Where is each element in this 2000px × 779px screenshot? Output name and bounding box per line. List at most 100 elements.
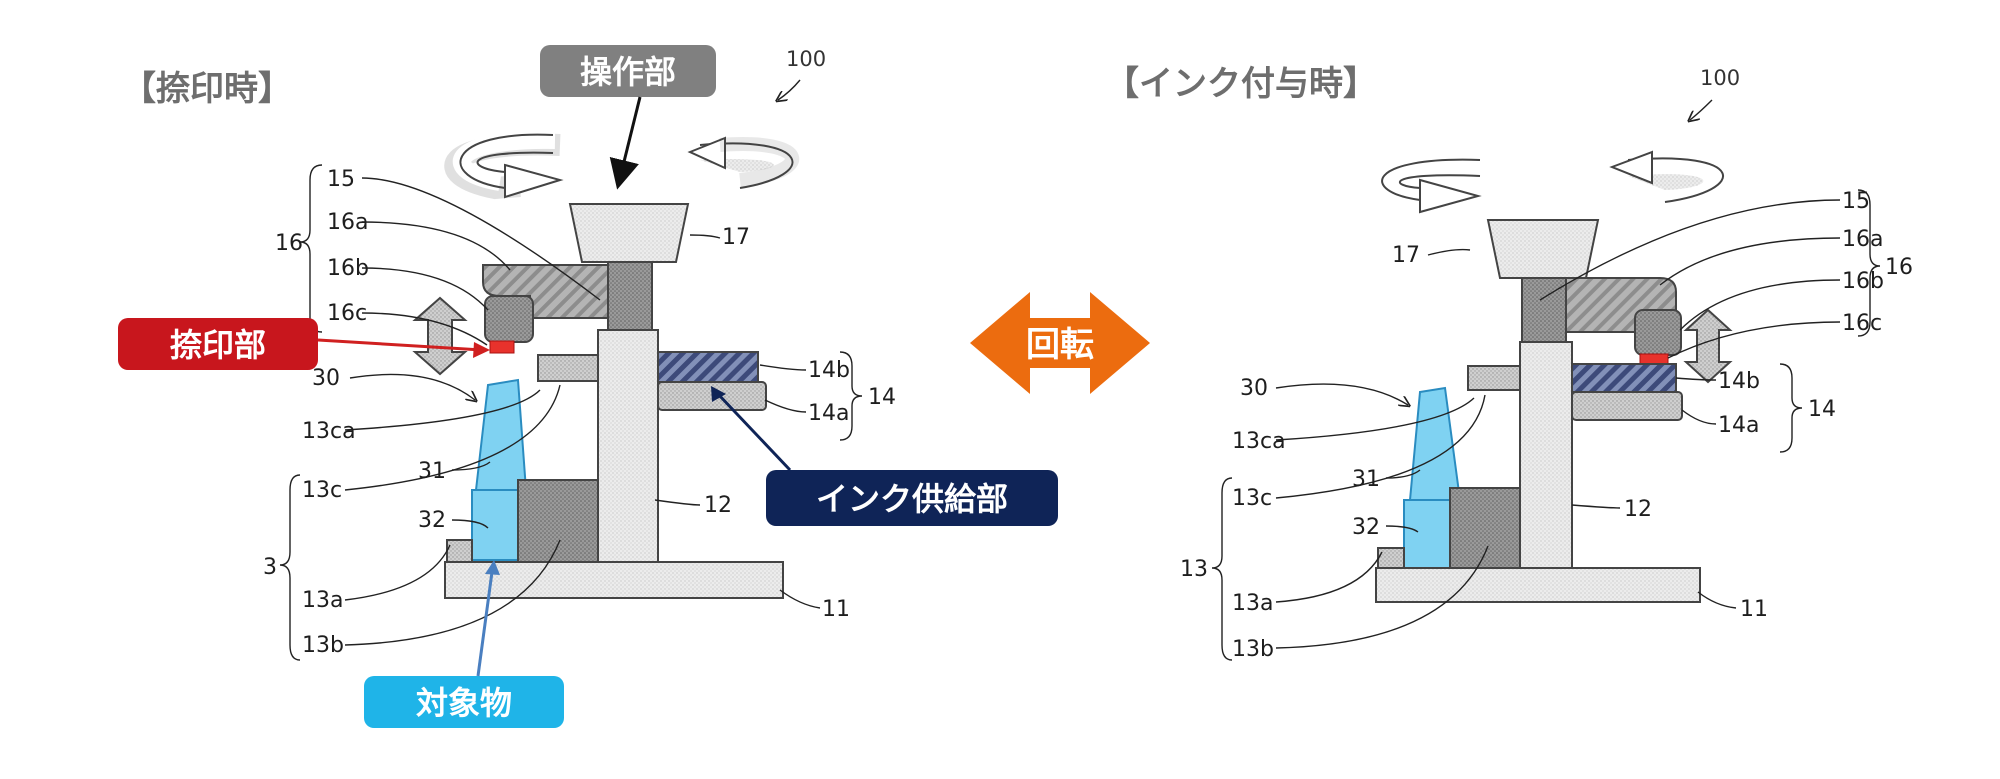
target-object-lower	[471, 489, 521, 561]
leader-13b-right	[1275, 545, 1489, 649]
stamp-tip-right	[1639, 353, 1669, 365]
stamp-mode-header: 【捺印時】	[122, 69, 292, 109]
leader-13ca	[344, 389, 541, 431]
target-object-upper	[474, 378, 528, 491]
leader-32-right	[1385, 525, 1419, 533]
leader-12-right	[1571, 504, 1621, 509]
leader-16c	[361, 312, 488, 346]
leader-30-right	[1275, 383, 1408, 405]
leader-32	[451, 519, 489, 529]
target-pointer	[476, 571, 494, 677]
label-30-right: 30	[1240, 376, 1268, 401]
label-16b-right: 16b	[1842, 269, 1884, 294]
leader-17	[689, 234, 721, 239]
leader-12	[654, 499, 701, 506]
small-stopper-right	[1377, 547, 1405, 569]
label-13a: 13a	[302, 588, 343, 613]
leader-13c-right	[1275, 394, 1486, 499]
label-13ca-right: 13ca	[1232, 429, 1286, 454]
label-13c-right: 13c	[1232, 486, 1272, 511]
label-17: 17	[722, 225, 750, 250]
label-14a: 14a	[808, 401, 849, 426]
leader-14a	[764, 399, 807, 413]
leader-14b	[759, 364, 807, 371]
top-plate-right	[1467, 365, 1521, 391]
base-plate-right	[1375, 567, 1701, 603]
ink-pad-base-right	[1571, 391, 1683, 421]
ink-mode-header: 【インク付与時】	[1105, 64, 1377, 104]
reference-number-right: 100	[1700, 66, 1740, 90]
label-13c: 13c	[302, 478, 342, 503]
stamp-pointer-head	[473, 342, 490, 358]
ink-supply-callout-text: インク供給部	[816, 480, 1008, 518]
label-13a-right: 13a	[1232, 591, 1273, 616]
stamp-holder	[484, 295, 534, 343]
vertical-double-arrow-icon	[1683, 308, 1733, 384]
label-13-right: 13	[1180, 557, 1208, 582]
label-14: 14	[868, 385, 896, 410]
label-3: 3	[263, 555, 277, 580]
label-30: 30	[312, 366, 340, 391]
rotate-label: 回転	[1026, 325, 1094, 365]
label-16a: 16a	[327, 210, 368, 235]
label-14b-right: 14b	[1718, 369, 1760, 394]
stamp-tip	[489, 340, 515, 354]
label-16: 16	[275, 231, 303, 256]
ink-pointer-head	[711, 386, 726, 402]
leader-31	[451, 461, 491, 471]
label-12: 12	[704, 493, 732, 518]
label-32: 32	[418, 508, 446, 533]
ink-mode-diagram: 【インク付与時】 100	[1105, 64, 1913, 662]
leader-13a-right	[1275, 551, 1383, 603]
base-plate	[444, 561, 784, 599]
leader-16b	[361, 267, 489, 311]
bracket-16-right	[1857, 189, 1881, 337]
label-14-right: 14	[1808, 397, 1836, 422]
operation-knob	[568, 203, 690, 263]
leader-16a-right	[1659, 237, 1841, 286]
leader-16b-right	[1679, 279, 1841, 331]
stamp-pointer	[317, 338, 483, 352]
bracket-3	[279, 474, 301, 661]
main-column	[597, 329, 659, 563]
vertical-double-arrow-icon	[412, 296, 468, 376]
label-12-right: 12	[1624, 497, 1652, 522]
holder-block	[517, 479, 599, 563]
upper-shaft	[607, 261, 653, 337]
bracket-14-right	[1779, 363, 1803, 453]
leader-13c	[344, 384, 561, 491]
label-15-right: 15	[1842, 189, 1870, 214]
target-callout-box	[364, 676, 564, 728]
leader-14a-right	[1681, 409, 1717, 425]
leader-16a	[361, 221, 511, 271]
leader-16c-right	[1667, 321, 1841, 359]
label-16a-right: 16a	[1842, 227, 1883, 252]
leader-15	[361, 177, 601, 301]
stamp-callout-text: 捺印部	[170, 326, 266, 364]
stamp-callout-box	[118, 318, 318, 370]
reference-number: 100	[786, 47, 826, 71]
rotate-double-arrow-icon: 回転	[970, 292, 1150, 394]
label-31-right: 31	[1352, 467, 1380, 492]
label-16c-right: 16c	[1842, 311, 1882, 336]
label-32-right: 32	[1352, 515, 1380, 540]
leader-17-right	[1427, 248, 1471, 256]
label-11-right: 11	[1740, 597, 1768, 622]
leader-13a	[344, 544, 451, 601]
leader-14b-right	[1675, 377, 1717, 381]
target-pointer-head	[485, 560, 500, 575]
operation-knob-right	[1486, 219, 1600, 279]
leader-15-right	[1539, 199, 1841, 301]
leader-30	[349, 373, 475, 400]
operation-pointer	[609, 96, 642, 190]
rotation-arrow-icon	[1381, 150, 1725, 214]
ink-pointer	[716, 392, 792, 472]
operation-callout-text: 操作部	[580, 53, 676, 91]
stamp-holder-right	[1634, 309, 1682, 356]
rotation-arrow-icon	[444, 130, 799, 200]
reference-arrow	[778, 79, 801, 100]
ink-supply-callout-box	[766, 470, 1058, 526]
leader-31-right	[1385, 469, 1421, 479]
target-object-upper-right	[1408, 386, 1462, 501]
ink-pad	[657, 351, 759, 383]
